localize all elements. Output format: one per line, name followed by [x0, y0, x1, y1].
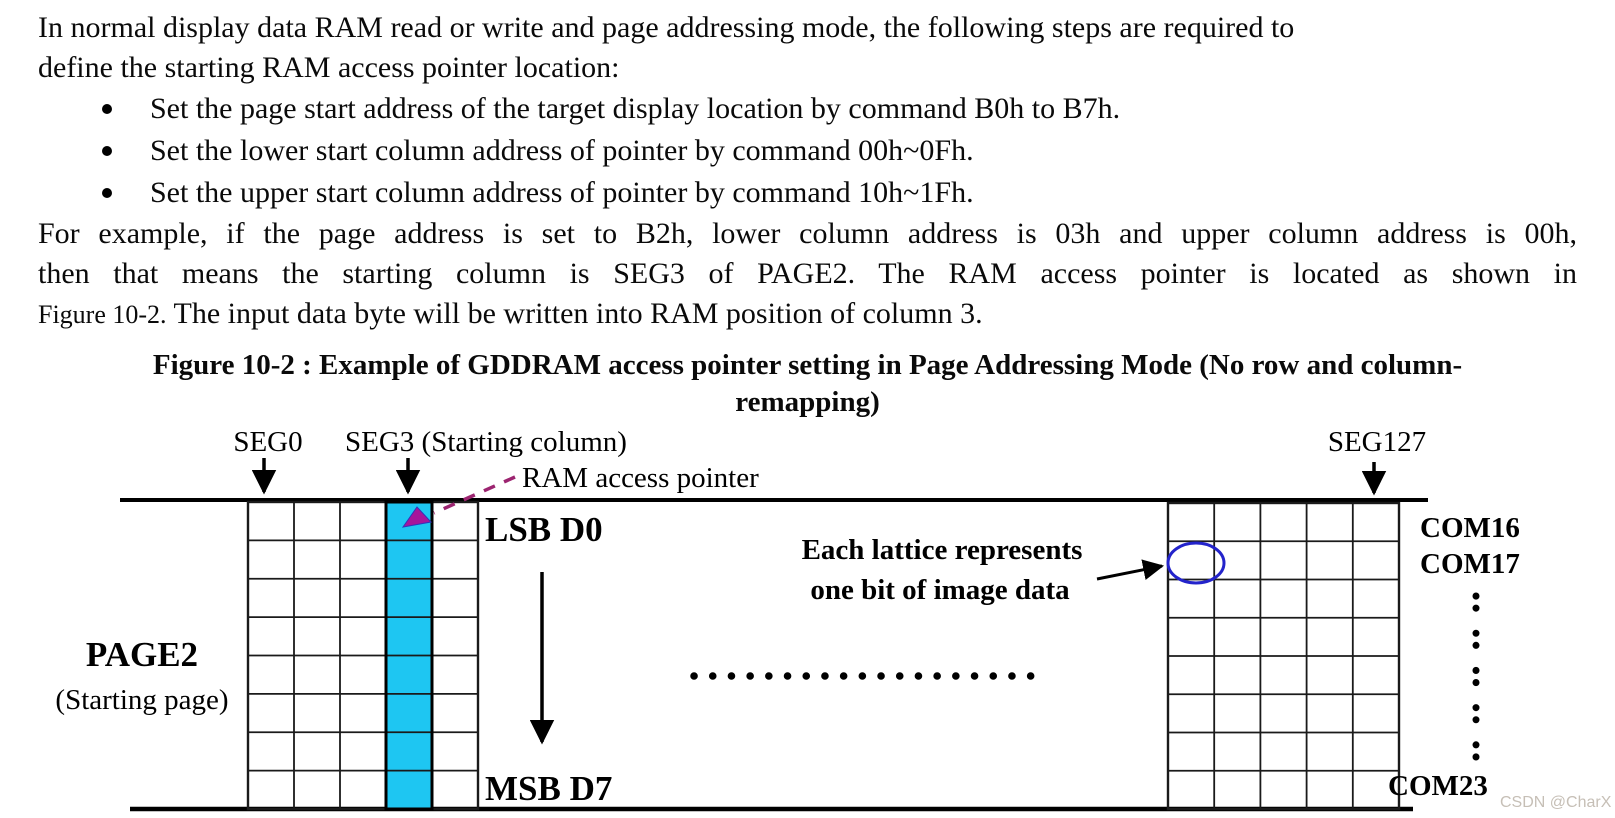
- com23-label: COM23: [1388, 770, 1488, 802]
- bullet-item: Set the page start address of the target…: [38, 88, 1577, 130]
- bullet-icon: [102, 188, 112, 198]
- seg3-label: SEG3 (Starting column): [345, 426, 627, 458]
- figure-caption-line2: remapping): [735, 386, 880, 418]
- bullet-text: Set the lower start column address of po…: [150, 134, 974, 167]
- lattice-note-line2: one bit of image data: [810, 574, 1070, 606]
- lattice-note-line1: Each lattice represents: [802, 534, 1083, 566]
- lattice-ellipse-icon: [1166, 541, 1226, 585]
- com17-label: COM17: [1420, 548, 1520, 580]
- paragraph-line: For example, if the page address is set …: [38, 217, 1577, 250]
- left-grid-lines: [248, 502, 478, 809]
- ram-pointer-dashed-line: [433, 475, 516, 515]
- body-text: In normal display data RAM read or write…: [38, 8, 1577, 335]
- ram-access-pointer-label: RAM access pointer: [522, 462, 759, 494]
- paragraph-line: Figure 10-2. The input data byte will be…: [38, 294, 1577, 335]
- gddram-diagram: SEG0 SEG3 (Starting column) SEG127 RAM a…: [55, 426, 1520, 812]
- bullet-icon: [102, 146, 112, 156]
- bullet-item: Set the upper start column address of po…: [38, 172, 1577, 214]
- left-grid-border: [246, 500, 480, 811]
- paragraph-line: define the starting RAM access pointer l…: [38, 51, 620, 84]
- starting-page-label: (Starting page): [55, 684, 228, 716]
- paragraph-line: then that means the starting column is S…: [38, 257, 1577, 290]
- ram-pointer-triangle-icon: [401, 506, 432, 528]
- bullet-text: Set the upper start column address of po…: [150, 176, 974, 209]
- highlighted-column-border: [384, 500, 434, 811]
- paragraph-text: The input data byte will be written into…: [166, 297, 983, 330]
- msb-d7-label: MSB D7: [485, 769, 612, 808]
- lsb-d0-label: LSB D0: [485, 510, 603, 549]
- seg0-label: SEG0: [233, 426, 302, 458]
- bullet-icon: [102, 104, 112, 114]
- right-grid-border: [1166, 501, 1401, 811]
- paragraph-line: In normal display data RAM read or write…: [38, 11, 1295, 44]
- seg127-label: SEG127: [1328, 426, 1426, 458]
- lattice-arrow-icon: [1096, 559, 1165, 581]
- figure-caption-line1: Figure 10-2 : Example of GDDRAM access p…: [152, 349, 1463, 381]
- bullet-item: Set the lower start column address of po…: [38, 130, 1577, 172]
- watermark: CSDN @CharX: [1500, 794, 1612, 811]
- figure-caption: Figure 10-2 : Example of GDDRAM access p…: [0, 347, 1615, 421]
- page2-label: PAGE2: [86, 635, 198, 674]
- bullet-text: Set the page start address of the target…: [150, 92, 1121, 125]
- com16-label: COM16: [1420, 512, 1520, 544]
- figure-reference: Figure 10-2.: [38, 300, 167, 329]
- right-grid-lines: [1168, 503, 1399, 809]
